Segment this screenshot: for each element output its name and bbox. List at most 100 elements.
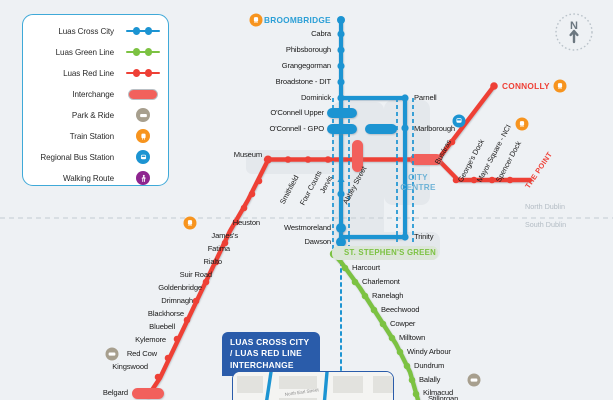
station-label-harcourt: Harcourt [352,263,380,273]
area-label-city-centre: CITY CENTRE [390,173,446,194]
station-label-milltown: Milltown [399,333,426,343]
station-label-suir-road: Suir Road [179,270,213,280]
station-label-kingswood: Kingswood [112,362,148,372]
station-label-trinity: Trinity [414,232,434,242]
station-label-goldenbridge: Goldenbridge [158,283,202,293]
cross-city-route [338,17,408,261]
abbey-street-interchange [352,140,363,172]
legend-swatch-red-line [122,63,164,83]
city-centre-line-1: CITY [408,173,428,182]
station-label-marlborough: Marlborough [414,124,455,134]
legend-swatch-bus-station [122,147,164,167]
busaras-interchange [410,154,442,165]
park-and-ride-icon-red-cow [105,347,119,361]
terminus-stephens-green: ST. STEPHEN'S GREEN [344,248,436,257]
legend-item-park-and-ride: Park & Ride [23,105,170,125]
inset-title-banner: LUAS CROSS CITY / LUAS RED LINE INTERCHA… [222,332,320,376]
train-station-icon-spencer-dock [515,117,529,131]
station-label-oconnell-upper: O'Connell Upper [270,108,324,118]
station-label-oconnell-gpo: O'Connell - GPO [269,124,325,134]
station-label-windy-arbour: Windy Arbour [407,347,451,357]
legend-swatch-green-line [122,42,164,62]
green-line-route [330,250,421,400]
compass-north-label: N [570,20,578,32]
cross-city-dashed-connector [337,176,345,371]
legend-swatch-park-and-ride [122,105,164,125]
stephens-green-plate [332,246,438,260]
legend-label: Interchange [72,89,114,99]
train-station-icon [136,129,150,143]
station-label-red-cow: Red Cow [126,349,157,359]
station-label-ranelagh: Ranelagh [372,291,404,301]
inset-title-line-1: LUAS CROSS CITY [230,337,310,347]
station-label-museum: Museum [233,150,262,160]
legend-item-interchange: Interchange [23,84,170,104]
legend-label: Train Station [69,131,114,141]
inset-street-label-north-earl: North Earl Street [284,387,319,397]
bus-station-icon [136,150,150,164]
station-label-grangegorman: Grangegorman [281,61,331,71]
legend-swatch-cross-city [122,21,164,41]
legend-swatch-walking-route [122,168,164,188]
station-label-cabra: Cabra [311,29,331,39]
station-label-blackhorse: Blackhorse [147,309,184,319]
station-label-balally: Balally [419,375,441,385]
legend-label: Luas Cross City [58,26,114,36]
terminus-connolly: CONNOLLY [502,81,550,91]
legend-label: Luas Red Line [63,68,114,78]
legend-label: Luas Green Line [55,47,114,57]
inset-street-map: O'Connell Street North Earl Street Marlb… [232,371,394,400]
legend-swatch-train-station [122,126,164,146]
area-label-south-dublin: South Dublin [525,220,567,229]
compass-rose: N [552,10,596,54]
train-station-icon-heuston [183,216,197,230]
station-label-phibsborough: Phibsborough [285,45,331,55]
bus-station-icon-busaras [452,114,466,128]
station-label-drimnagh: Drimnagh [161,296,193,306]
map-legend: Luas Cross City Luas Green Line Luas [22,14,169,186]
stop-museum [264,155,272,164]
park-and-ride-icon [136,108,150,122]
train-station-icon-broombridge [249,13,263,27]
train-station-icon-connolly [553,79,567,93]
station-label-rialto: Rialto [203,257,222,267]
station-label-stillorgan: Stillorgan [428,394,459,400]
station-label-kylemore: Kylemore [135,335,166,345]
station-label-dominick: Dominick [300,93,331,103]
legend-item-walking-route: Walking Route [23,168,170,188]
legend-item-luas-cross-city: Luas Cross City [23,21,170,41]
area-label-north-dublin: North Dublin [525,202,565,211]
station-label-dundrum: Dundrum [414,361,445,371]
city-centre-line-2: CENTRE [400,183,436,193]
legend-item-luas-red-line: Luas Red Line [23,63,170,83]
station-label-heuston: Heuston [232,218,260,228]
station-label-fatima: Fatima [207,244,230,254]
station-label-bluebell: Bluebell [149,322,175,332]
legend-item-luas-green-line: Luas Green Line [23,42,170,62]
terminus-broombridge: BROOMBRIDGE [264,15,331,25]
station-label-westmoreland: Westmoreland [283,223,331,233]
walking-route-icon [136,171,150,185]
park-and-ride-icon-balally [467,373,481,387]
legend-item-train-station: Train Station [23,126,170,146]
inset-title-line-2: / LUAS RED LINE [230,348,302,359]
station-label-kilmacud: Kilmacud [423,388,454,398]
cross-city-loop-outline [332,98,414,252]
station-label-jamess: James's [211,231,238,241]
station-label-dawson: Dawson [304,237,331,247]
inset-title-line-3: INTERCHANGE [230,359,294,370]
station-label-charlemont: Charlemont [362,277,400,287]
legend-item-regional-bus-station: Regional Bus Station [23,147,170,167]
legend-label: Regional Bus Station [40,152,114,162]
station-label-parnell: Parnell [414,93,437,103]
legend-label: Walking Route [62,173,114,183]
green-line-stops [329,249,420,398]
legend-swatch-interchange [122,84,164,104]
station-label-broadstone-dit: Broadstone - DIT [275,77,332,87]
legend-label: Park & Ride [71,110,114,120]
station-label-beechwood: Beechwood [381,305,420,315]
belgard-interchange [132,388,164,399]
station-label-belgard: Belgard [102,388,128,398]
